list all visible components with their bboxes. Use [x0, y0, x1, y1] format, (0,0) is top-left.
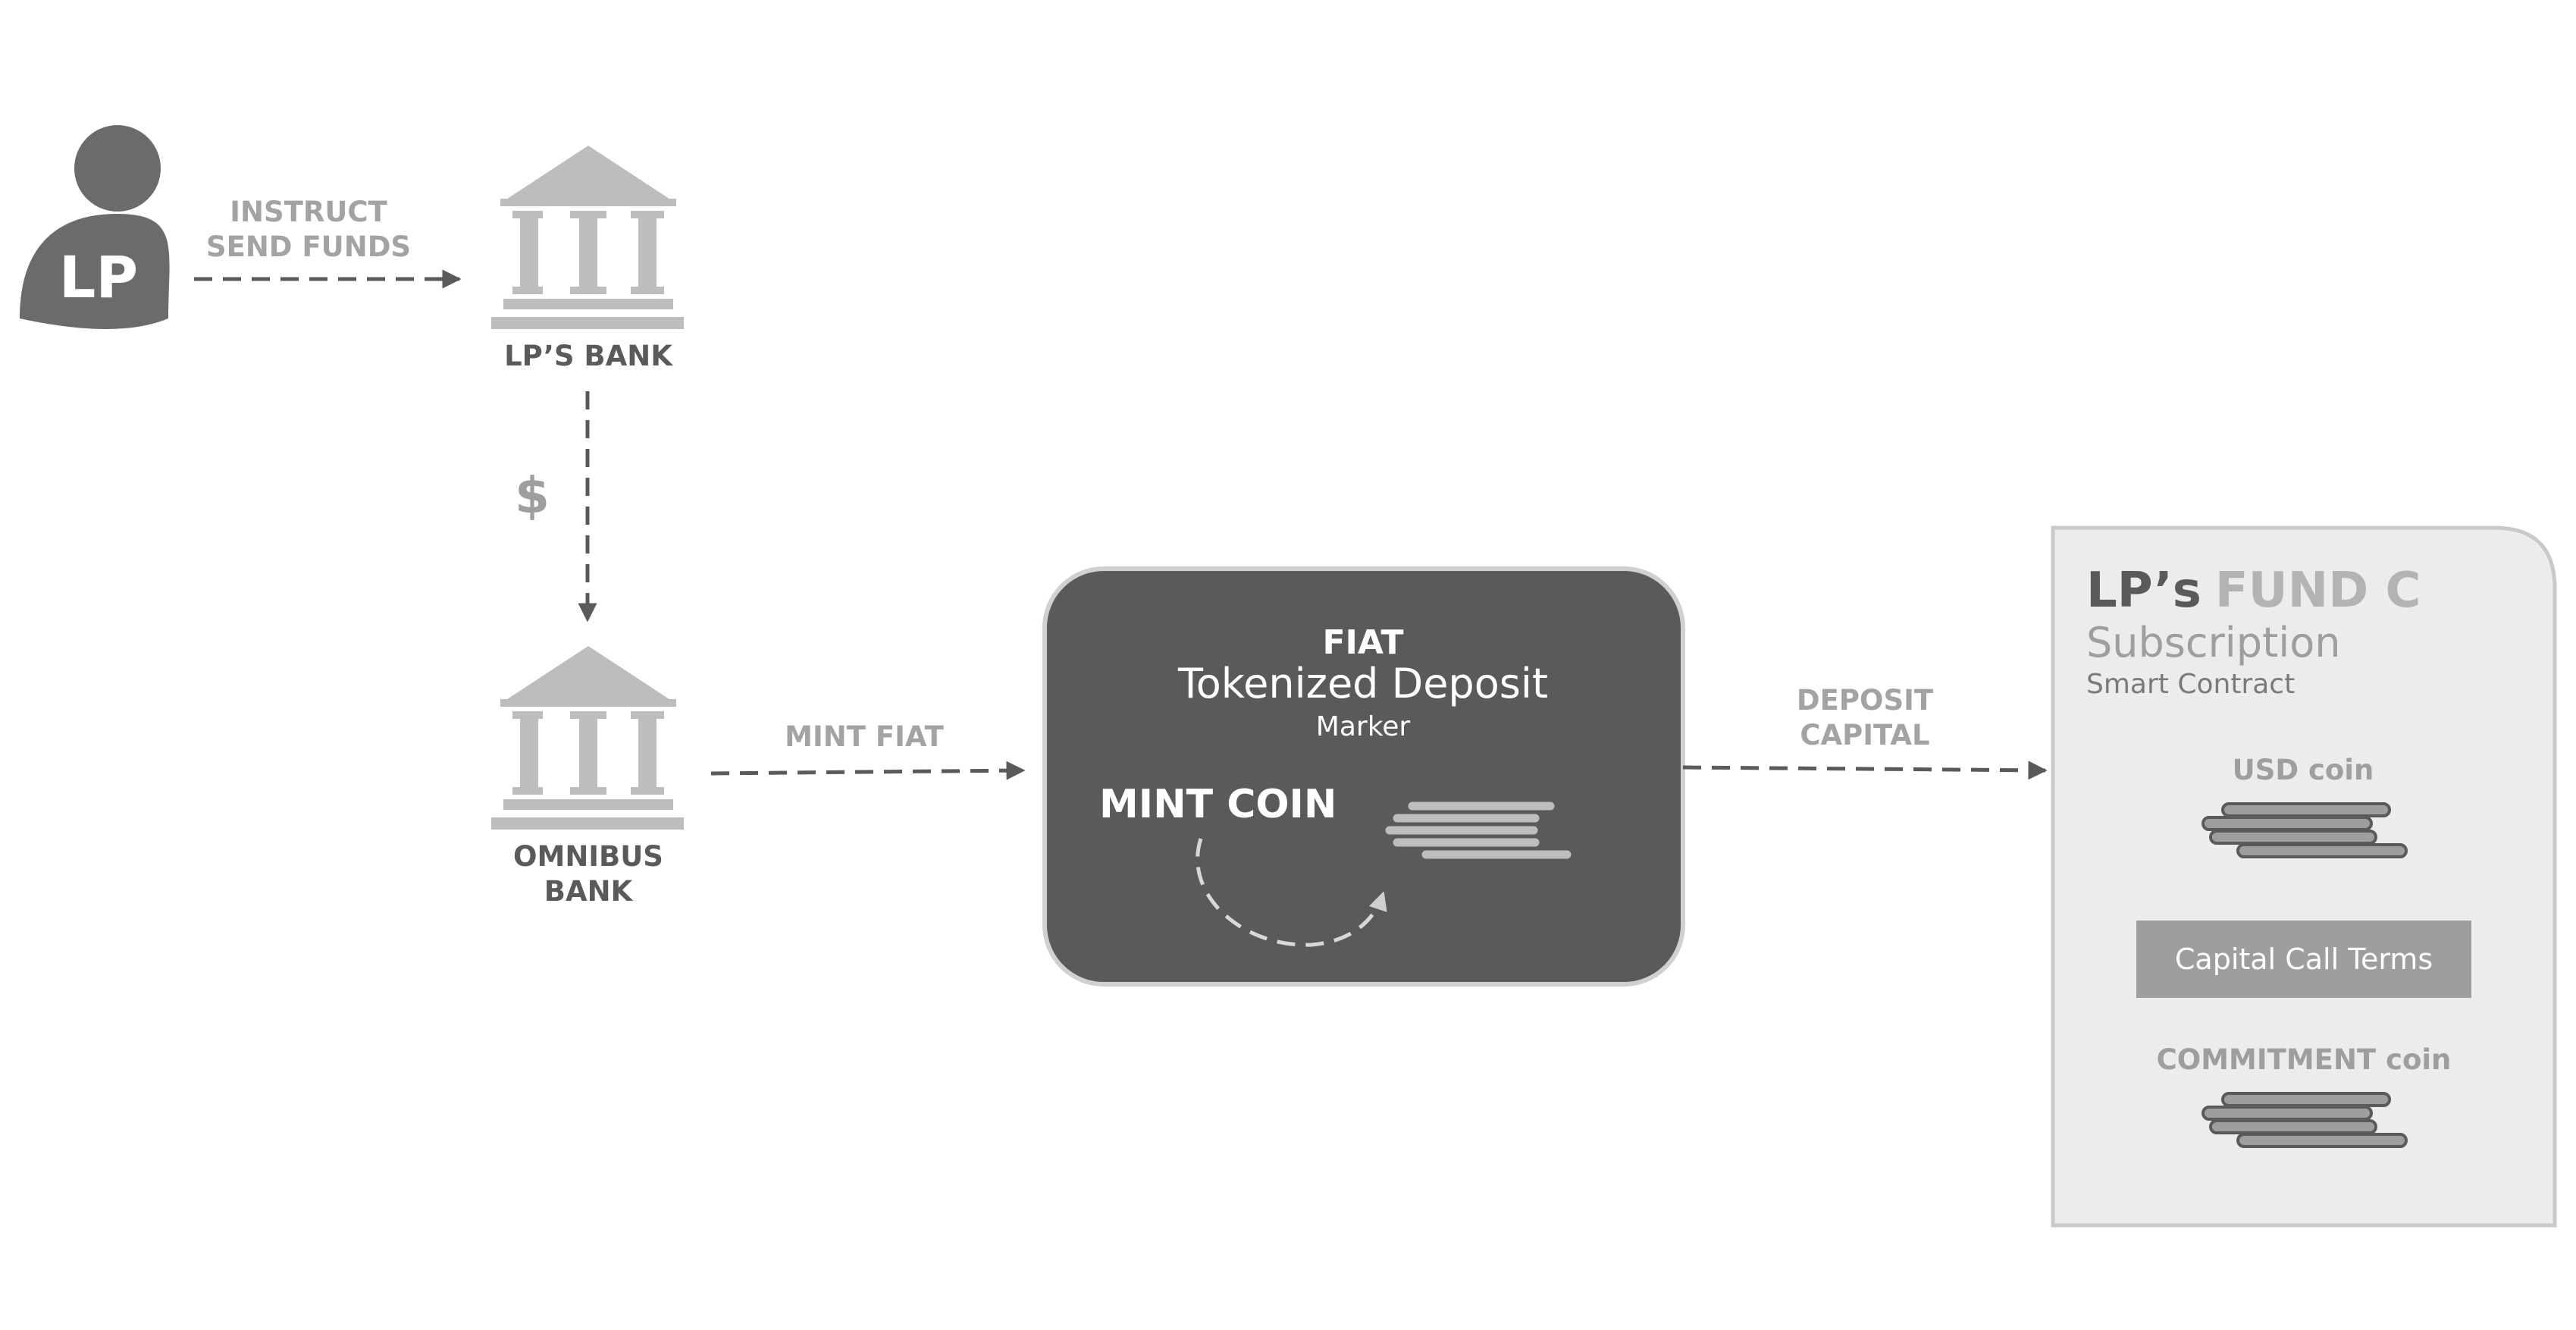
capital-call-terms-box[interactable] — [2136, 921, 2471, 998]
send-funds-label: SEND FUNDS — [206, 231, 411, 263]
fiat-coin-stack-icon — [1383, 799, 1574, 861]
fund-subscription-label: Subscription — [2086, 619, 2341, 667]
usd-coin-label: USD coin — [2233, 754, 2374, 786]
fiat-tokenized-deposit-box — [1042, 566, 1685, 987]
arrow-omnibus-to-fiat — [710, 761, 1026, 780]
fund-subscription-panel — [2051, 525, 2557, 1228]
omnibus-bank-icon — [491, 646, 684, 830]
fiat-marker: Marker — [1316, 711, 1411, 742]
fund-smart-contract-label: Smart Contract — [2086, 669, 2295, 700]
mint-fiat-label: MINT FIAT — [785, 720, 944, 753]
fund-title-prefix: LP’s — [2086, 563, 2202, 619]
usd-coin-stack-icon — [2202, 802, 2408, 858]
arrow-fiat-to-fund — [1682, 761, 2048, 780]
capital-call-terms-label: Capital Call Terms — [2175, 943, 2433, 976]
fund-title-name: FUND C — [2215, 563, 2421, 619]
mint-cycle-arrow — [1196, 838, 1387, 947]
fiat-subtitle: Tokenized Deposit — [1177, 660, 1548, 707]
lp-avatar-text: LP — [59, 243, 138, 311]
mint-coin-label: MINT COIN — [1099, 782, 1337, 827]
fiat-title: FIAT — [1322, 623, 1403, 662]
lp-person-icon: LP — [20, 125, 170, 329]
dollar-symbol: $ — [515, 466, 550, 525]
lp-bank-icon — [491, 146, 684, 329]
deposit-label: DEPOSIT — [1797, 684, 1934, 717]
capital-label: CAPITAL — [1800, 719, 1929, 751]
instruct-label: INSTRUCT — [230, 196, 387, 228]
commitment-coin-label: COMMITMENT coin — [2157, 1043, 2452, 1076]
commitment-coin-stack-icon — [2202, 1092, 2408, 1148]
omnibus-label: OMNIBUS — [513, 840, 663, 873]
lp-bank-label: LP’S BANK — [504, 340, 673, 372]
omnibus-bank-label: BANK — [544, 875, 634, 908]
